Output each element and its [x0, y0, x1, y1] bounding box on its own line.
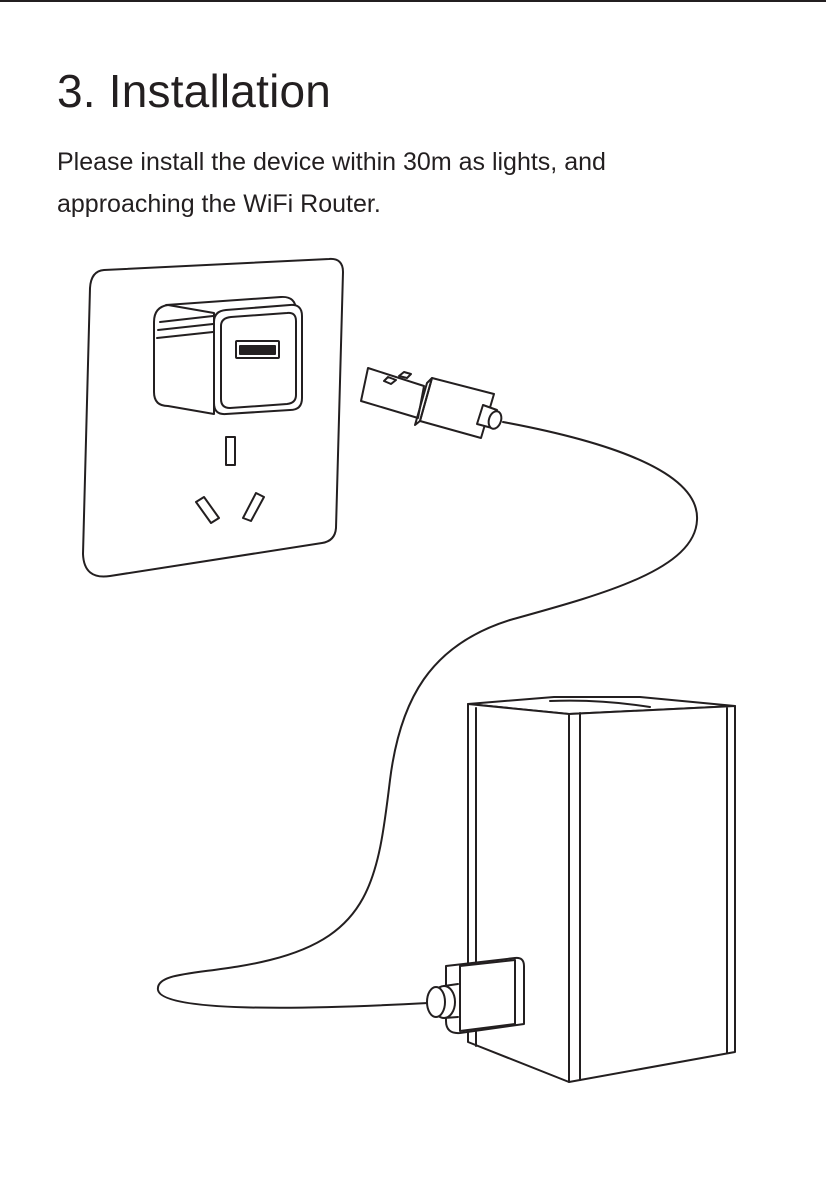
top-rule [0, 0, 826, 2]
section-title: 3. Installation [57, 65, 332, 117]
installation-instructions: Please install the device within 30m as … [57, 141, 777, 225]
usb-power-adapter-icon [153, 295, 303, 416]
instruction-line-2: approaching the WiFi Router. [57, 190, 381, 218]
usb-cable-icon [156, 421, 699, 1009]
device-box-icon [426, 696, 736, 1083]
instruction-line-1: Please install the device within 30m as … [57, 148, 606, 176]
usb-plug-icon [360, 367, 503, 439]
